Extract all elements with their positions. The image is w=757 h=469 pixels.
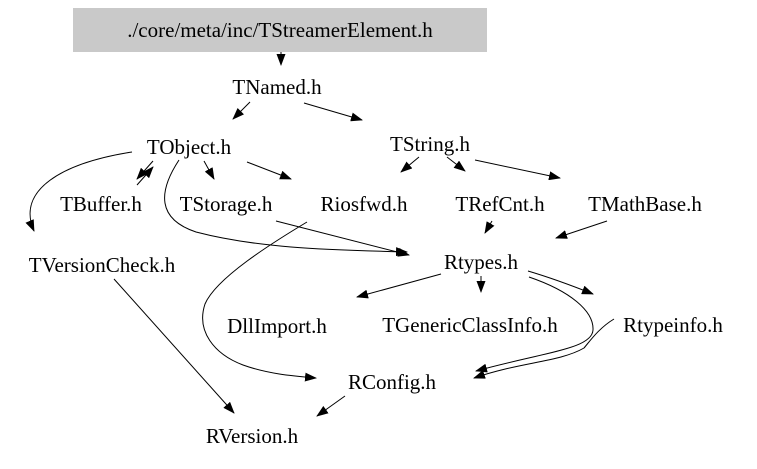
edge-tversioncheck-to-rversion — [113, 278, 235, 414]
edge-tobject-to-riosfwd — [246, 161, 292, 180]
node-trefcnt[interactable]: TRefCnt.h — [452, 193, 548, 215]
node-tgenericclassinfo[interactable]: TGenericClassInfo.h — [379, 314, 561, 336]
edge-rtypes-to-dllimport — [356, 273, 442, 299]
edge-rconfig-to-rversion — [316, 395, 346, 417]
edge-tobject-to-rtypes — [164, 159, 408, 257]
node-tversioncheck[interactable]: TVersionCheck.h — [25, 254, 179, 276]
edge-tnamed-to-tobject — [232, 101, 251, 120]
node-riosfwd[interactable]: Riosfwd.h — [317, 193, 411, 215]
edge-tstring-to-trefcnt — [446, 156, 466, 172]
edge-tmathbase-to-rtypes — [555, 220, 608, 239]
edge-rtypeinfo-to-rconfig — [473, 318, 615, 379]
node-rversion[interactable]: RVersion.h — [202, 425, 302, 447]
node-rconfig[interactable]: RConfig.h — [344, 371, 440, 393]
node-rtypeinfo[interactable]: Rtypeinfo.h — [620, 314, 726, 336]
edge-tstring-to-riosfwd — [400, 156, 420, 173]
node-tbuffer[interactable]: TBuffer.h — [57, 193, 145, 215]
node-dllimport[interactable]: DllImport.h — [224, 315, 330, 337]
node-tstring[interactable]: TString.h — [387, 133, 473, 155]
edge-tstorage-to-rtypes — [275, 220, 410, 257]
node-tobject[interactable]: TObject.h — [143, 136, 235, 158]
edge-tobject-to-tversioncheck — [25, 151, 133, 232]
edge-rtypes-to-rconfig — [475, 276, 594, 373]
edge-tobject-to-tstorage — [203, 160, 215, 180]
edge-tbuffer-to-tobject — [136, 166, 154, 186]
edge-tnamed-to-tstring — [303, 102, 363, 122]
edge-riosfwd-to-rconfig — [202, 221, 317, 382]
node-tmathbase[interactable]: TMathBase.h — [585, 193, 705, 215]
node-tnamed[interactable]: TNamed.h — [229, 76, 325, 98]
node-tstorage[interactable]: TStorage.h — [176, 193, 276, 215]
edge-trefcnt-to-rtypes — [484, 220, 495, 234]
edge-rtypes-to-rtypeinfo — [527, 270, 594, 295]
node-tstreamerelement: ./core/meta/inc/TStreamerElement.h — [73, 8, 487, 52]
node-rtypes[interactable]: Rtypes.h — [440, 251, 522, 273]
edge-tstring-to-tmathbase — [474, 159, 561, 181]
